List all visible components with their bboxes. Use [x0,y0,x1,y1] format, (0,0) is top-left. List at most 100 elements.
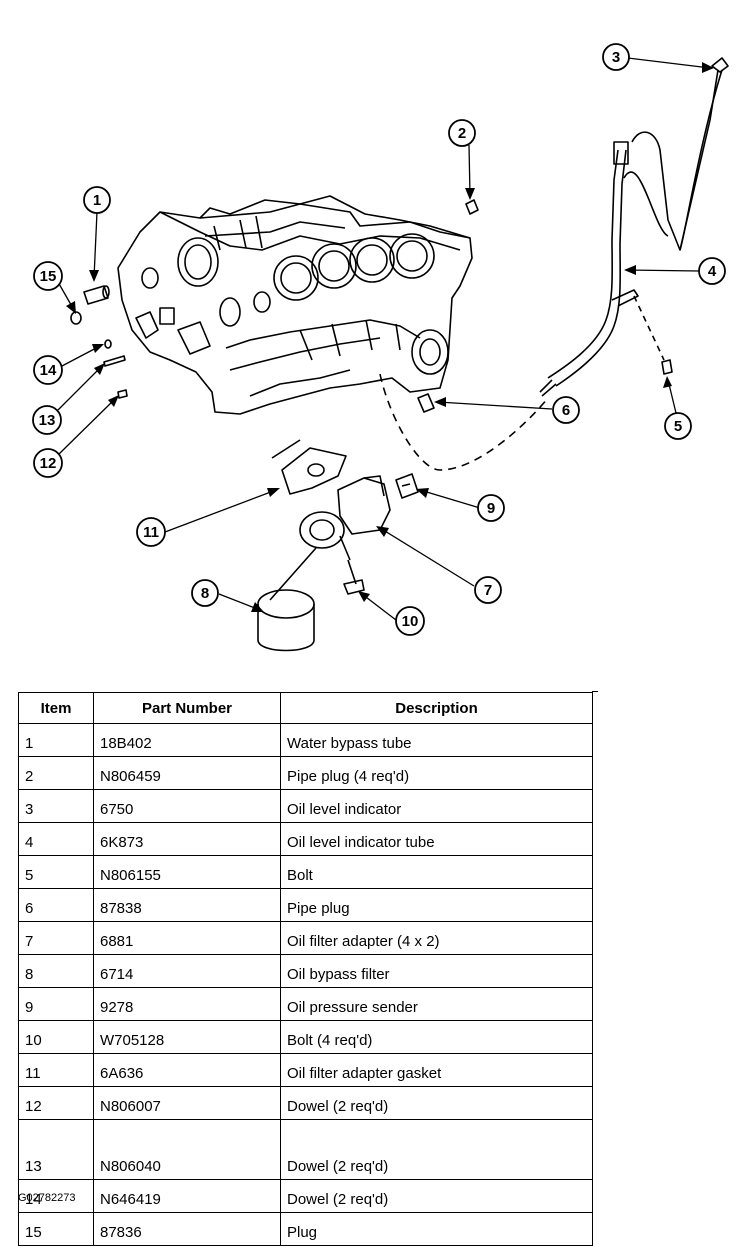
cell-description: Oil level indicator [280,789,593,823]
cell-part-number: W705128 [93,1020,281,1054]
svg-text:4: 4 [708,263,717,280]
cell-item: 13 [18,1119,94,1180]
callout-12: 12 [33,448,63,478]
plug-15 [70,311,82,325]
cell-item: 15 [18,1212,94,1246]
svg-text:6: 6 [562,402,570,419]
cell-part-number: N806040 [93,1119,281,1180]
svg-text:13: 13 [39,412,56,429]
svg-text:5: 5 [674,418,682,435]
callout-9: 9 [477,494,505,522]
oil-bypass-filter [257,547,317,652]
cell-item: 6 [18,888,94,922]
callout-markers: 1 2 3 4 5 6 7 8 [32,43,726,636]
bolt-5 [661,359,673,375]
table-top-rule [592,691,598,692]
callout-10: 10 [395,606,425,636]
dowel-12 [117,389,128,399]
cell-part-number: 87838 [93,888,281,922]
svg-text:7: 7 [484,582,492,599]
cell-description: Dowel (2 req'd) [280,1086,593,1120]
table-header-row: Item Part Number Description [18,692,593,724]
cell-description: Pipe plug [280,888,593,922]
cell-item: 11 [18,1053,94,1087]
cell-part-number: N806459 [93,756,281,790]
header-item: Item [18,692,94,724]
cell-description: Oil level indicator tube [280,822,593,856]
cell-description: Oil filter adapter gasket [280,1053,593,1087]
pipe-plug-2 [465,199,479,215]
cell-part-number: 18B402 [93,723,281,757]
cell-description: Dowel (2 req'd) [280,1119,593,1180]
cell-description: Bolt [280,855,593,889]
cell-item: 4 [18,822,94,856]
callout-13: 13 [32,405,62,435]
svg-text:12: 12 [40,455,57,472]
cell-description: Dowel (2 req'd) [280,1179,593,1213]
cell-part-number: N806155 [93,855,281,889]
cell-item: 12 [18,1086,94,1120]
cell-part-number: N646419 [93,1179,281,1213]
callout-3: 3 [602,43,630,71]
cell-item: 10 [18,1020,94,1054]
cell-part-number: 6K873 [93,822,281,856]
cell-description: Pipe plug (4 req'd) [280,756,593,790]
callout-8: 8 [191,579,219,607]
callout-1: 1 [83,186,111,214]
callout-15: 15 [33,261,63,291]
oil-filter-adapter-gasket [281,447,347,495]
cell-part-number: N806007 [93,1086,281,1120]
callout-2: 2 [448,119,476,147]
callout-11: 11 [136,517,166,547]
engine-block [117,195,473,415]
svg-text:11: 11 [143,524,159,541]
arrow-heads [66,62,714,612]
callout-14: 14 [33,355,63,385]
header-description: Description [280,692,593,724]
cell-description: Oil filter adapter (4 x 2) [280,921,593,955]
oil-level-indicator [623,57,729,251]
cell-item: 3 [18,789,94,823]
callout-5: 5 [664,412,692,440]
cell-part-number: 6A636 [93,1053,281,1087]
oil-filter-adapter [299,475,391,549]
svg-text:8: 8 [201,585,209,602]
water-bypass-tube [83,285,110,305]
bolt-10 [343,559,365,595]
dowel-14 [104,339,112,349]
cell-description: Bolt (4 req'd) [280,1020,593,1054]
svg-text:10: 10 [402,613,419,630]
callout-7: 7 [474,576,502,604]
svg-text:9: 9 [487,500,495,517]
cell-part-number: 6881 [93,921,281,955]
cell-part-number: 6750 [93,789,281,823]
figure-id: G02782273 [18,1192,76,1204]
callout-6: 6 [552,396,580,424]
svg-text:3: 3 [612,49,620,66]
cell-item: 8 [18,954,94,988]
cell-description: Water bypass tube [280,723,593,757]
cell-item: 2 [18,756,94,790]
cell-description: Oil bypass filter [280,954,593,988]
svg-text:2: 2 [458,125,466,142]
cell-item: 9 [18,987,94,1021]
cell-description: Plug [280,1212,593,1246]
cell-item: 5 [18,855,94,889]
callout-4: 4 [698,257,726,285]
cell-part-number: 6714 [93,954,281,988]
